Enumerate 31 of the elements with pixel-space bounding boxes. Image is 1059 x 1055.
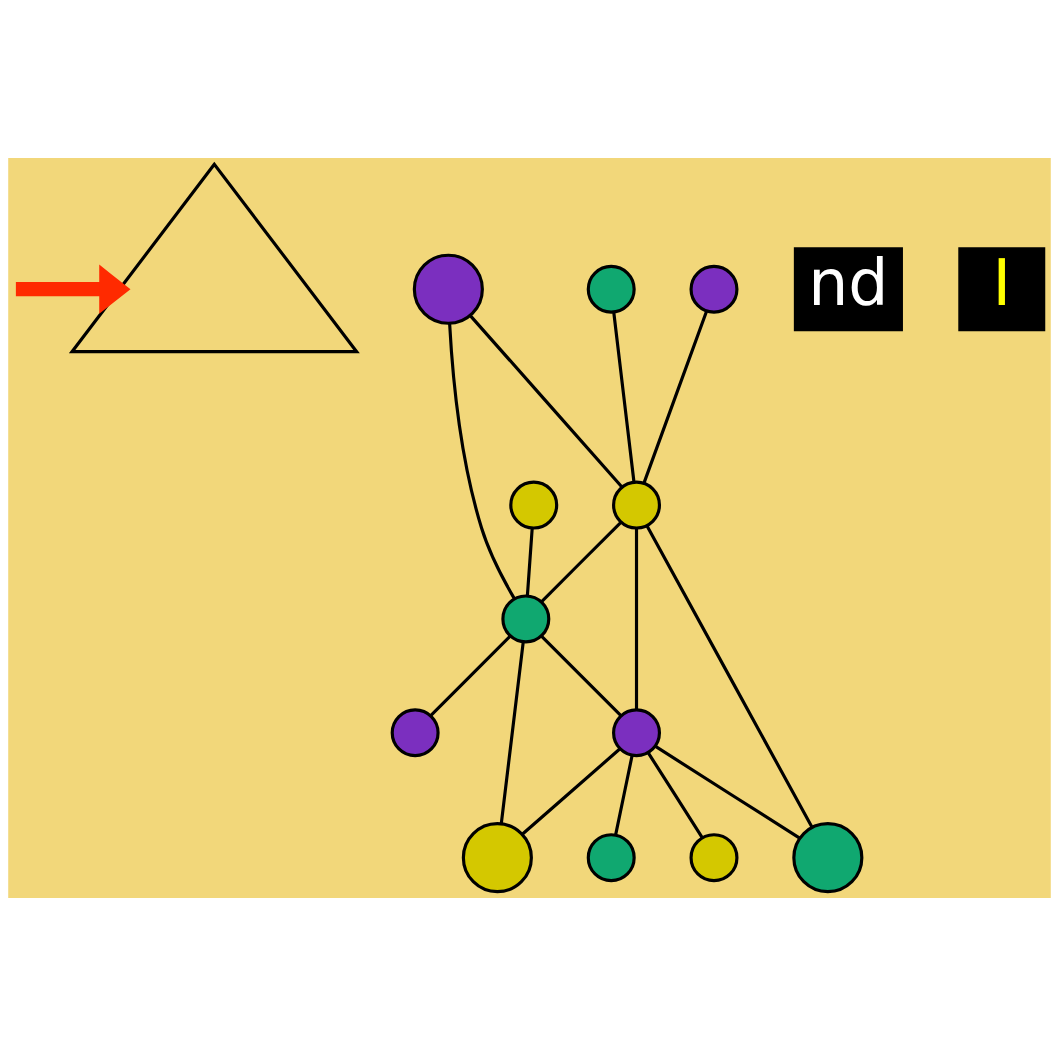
node-circle <box>509 480 559 530</box>
node-circle <box>792 821 864 893</box>
node-circle <box>689 264 739 314</box>
connector <box>521 747 622 835</box>
connector <box>469 314 623 488</box>
connector <box>448 323 516 600</box>
node-circle <box>390 707 440 757</box>
label: nd <box>808 245 889 320</box>
connector <box>499 641 525 824</box>
connector <box>612 312 636 482</box>
node-circle <box>612 480 662 530</box>
connector <box>654 744 801 839</box>
connector <box>634 527 639 709</box>
connector <box>645 524 814 828</box>
node-circle <box>461 821 533 893</box>
node-circle <box>412 253 484 325</box>
node-circle <box>586 832 636 882</box>
node-triangle <box>68 161 360 353</box>
arrow <box>15 264 131 314</box>
node-circle <box>689 832 739 882</box>
label: I <box>992 245 1012 320</box>
connector <box>540 520 622 603</box>
node-circle <box>501 593 551 643</box>
connector <box>642 310 709 483</box>
connector <box>540 634 622 716</box>
node-circle <box>612 707 662 757</box>
connector <box>429 634 512 716</box>
connector <box>525 527 534 595</box>
connector <box>646 751 704 839</box>
node-circle <box>586 264 636 314</box>
connector <box>614 754 634 835</box>
